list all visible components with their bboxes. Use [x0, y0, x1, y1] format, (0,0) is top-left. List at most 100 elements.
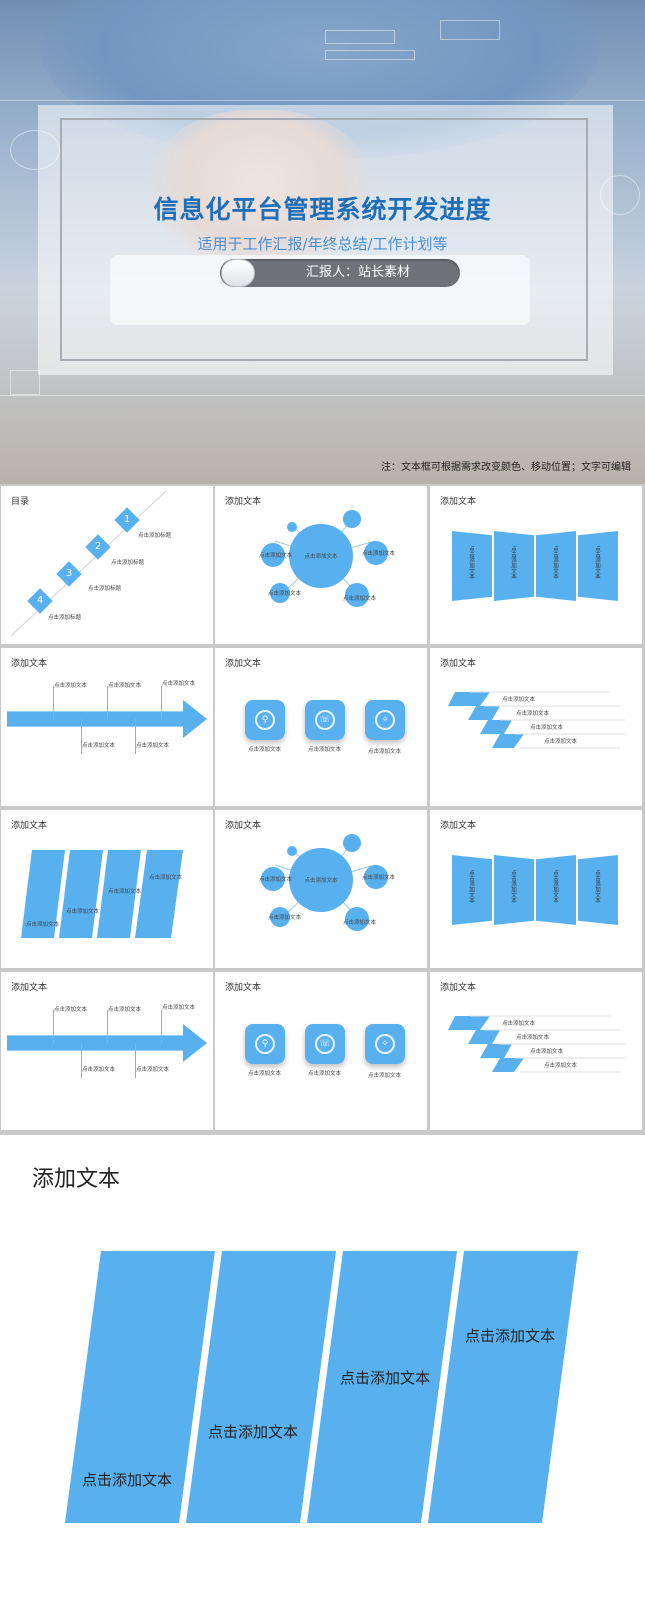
panel-label: 点击添加文本: [510, 870, 516, 903]
toc-label: 点击添加标题: [88, 586, 122, 592]
panel-1: [452, 531, 492, 601]
bubble-label: 点击添加文本: [362, 551, 396, 557]
search-icon: ⚲: [255, 710, 275, 730]
slanted-bar-2: [59, 850, 103, 938]
cover-note: 注：文本框可根据需求改变颜色、移动位置；文字可编辑: [381, 462, 631, 473]
icon-label: 点击添加文本: [248, 1071, 282, 1077]
timeline-tick: [161, 1010, 162, 1043]
zigzag-label: 点击添加文本: [516, 1035, 550, 1041]
chat-icon: ☏: [315, 1034, 335, 1054]
panel-label: 点击添加文本: [552, 870, 558, 903]
zigzag-shape: [448, 691, 625, 749]
timeline-tick: [135, 1043, 136, 1078]
panel-label: 点击添加文本: [510, 546, 516, 579]
slide-thumb-panels[interactable]: 添加文本 点击添加文本 点击添加文本 点击添加文本 点击添加文本: [430, 810, 642, 968]
slide-thumb-zigzag[interactable]: 添加文本 点击添加文本 点击添加文本 点击添加文本 点击添加文本: [430, 972, 642, 1130]
hud-line: [0, 100, 645, 101]
hud-panel: [10, 370, 40, 395]
toc-label: 点击添加标题: [48, 615, 82, 621]
slide-title: 目录: [11, 497, 30, 507]
bubble-left: [261, 543, 285, 567]
icon-label: 点击添加文本: [308, 747, 342, 753]
panel-label: 点击添加文本: [594, 870, 600, 903]
hud-line: [0, 395, 645, 396]
slanted-bar-4: [135, 850, 183, 938]
bubble-small: [287, 846, 297, 856]
zigzag-label: 点击添加文本: [530, 1049, 564, 1055]
timeline-label: 点击添加文本: [108, 683, 142, 689]
slanted-label: 点击添加文本: [149, 875, 183, 881]
slide-thumb-toc[interactable]: 目录 1 点击添加标题 2 点击添加标题 3 点击添加标题 4 点击添加标题: [1, 486, 213, 644]
zigzag-label: 点击添加文本: [544, 739, 578, 745]
bubble-right: [364, 865, 388, 889]
title-glass-panel: [38, 105, 613, 375]
timeline-tick: [107, 1010, 108, 1043]
bubble-left: [261, 867, 285, 891]
slanted-label: 点击添加文本: [66, 909, 100, 915]
slide-title: 添加文本: [440, 983, 477, 993]
slide-thumb-arrow[interactable]: 添加文本 点击添加文本 点击添加文本 点击添加文本 点击添加文本 点击添加文本: [1, 972, 213, 1130]
timeline-label: 点击添加文本: [162, 1005, 196, 1011]
bubble-center: [289, 848, 353, 912]
timeline-tick: [161, 686, 162, 719]
featured-bar-label: 点击添加文本: [340, 1369, 431, 1387]
timeline-tick: [81, 719, 82, 754]
icon-label: 点击添加文本: [248, 747, 282, 753]
slide-title: 添加文本: [225, 821, 262, 831]
reporter-text: 汇报人：站长素材: [305, 265, 410, 280]
cover-slide: 信息化平台管理系统开发进度 适用于工作汇报/年终总结/工作计划等 汇报人：站长素…: [0, 0, 645, 484]
slide-title: 添加文本: [11, 659, 48, 669]
panel-label: 点击添加文本: [552, 546, 558, 579]
cover-subtitle: 适用于工作汇报/年终总结/工作计划等: [197, 235, 448, 253]
slide-title: 添加文本: [440, 659, 477, 669]
hud-panel: [325, 50, 415, 60]
slide-title: 添加文本: [11, 821, 48, 831]
timeline-label: 点击添加文本: [54, 683, 88, 689]
timeline-tick: [53, 1010, 54, 1043]
bubble-label: 点击添加文本: [304, 878, 338, 884]
bubble-small: [343, 510, 361, 528]
slide-thumb-icons[interactable]: 添加文本 ⚲ 点击添加文本 ☏ 点击添加文本 ✧ 点击添加文本: [215, 972, 427, 1130]
bubble-bottom-right: [345, 907, 369, 931]
panel-label: 点击添加文本: [468, 546, 474, 579]
slide-title: 添加文本: [225, 497, 262, 507]
panel-4: [578, 531, 618, 601]
title-frame: [60, 118, 588, 361]
slide-thumb-arrow[interactable]: 添加文本 点击添加文本 点击添加文本 点击添加文本 点击添加文本 点击添加文本: [1, 648, 213, 806]
slide-thumb-bubbles[interactable]: 添加文本 点击添加文本 点击添加文本 点击添加文本 点击添加文本 点击添加文本: [215, 810, 427, 968]
search-icon: ⚲: [255, 1034, 275, 1054]
panel-3: [536, 531, 576, 601]
timeline-label: 点击添加文本: [82, 743, 116, 749]
bubble-small: [287, 522, 297, 532]
bubble-label: 点击添加文本: [343, 920, 377, 926]
icon-label: 点击添加文本: [368, 749, 402, 755]
panel-label: 点击添加文本: [594, 546, 600, 579]
bubble-label: 点击添加文本: [268, 591, 302, 597]
featured-bar-label: 点击添加文本: [82, 1471, 173, 1489]
slide-title: 添加文本: [225, 983, 262, 993]
zigzag-label: 点击添加文本: [530, 725, 564, 731]
toc-number: 4: [36, 595, 44, 606]
slide-thumb-slanted[interactable]: 添加文本 点击添加文本 点击添加文本 点击添加文本 点击添加文本: [1, 810, 213, 968]
slide-thumb-panels[interactable]: 添加文本 点击添加文本 点击添加文本 点击添加文本 点击添加文本: [430, 486, 642, 644]
bubble-bottom-right: [345, 583, 369, 607]
zigzag-label: 点击添加文本: [516, 711, 550, 717]
timeline-label: 点击添加文本: [136, 1067, 170, 1073]
slide-thumb-icons[interactable]: 添加文本 ⚲ 点击添加文本 ☏ 点击添加文本 ✧ 点击添加文本: [215, 648, 427, 806]
bubble-right: [364, 541, 388, 565]
featured-title: 添加文本: [32, 1167, 121, 1192]
slide-thumb-zigzag[interactable]: 添加文本 点击添加文本 点击添加文本 点击添加文本 点击添加文本: [430, 648, 642, 806]
cover-title: 信息化平台管理系统开发进度: [153, 195, 492, 224]
slide-thumb-bubbles[interactable]: 添加文本 点击添加文本 点击添加文本 点击添加文本 点击添加文本 点击添加文本: [215, 486, 427, 644]
slide-title: 添加文本: [225, 659, 262, 669]
featured-bar-label: 点击添加文本: [465, 1327, 556, 1345]
bubble-label: 点击添加文本: [268, 915, 302, 921]
zigzag-label: 点击添加文本: [502, 1021, 536, 1027]
timeline-label: 点击添加文本: [162, 681, 196, 687]
timeline-label: 点击添加文本: [108, 1007, 142, 1013]
bubble-label: 点击添加文本: [259, 553, 293, 559]
bubble-label: 点击添加文本: [259, 877, 293, 883]
timeline-tick: [53, 686, 54, 719]
panel-1: [452, 855, 492, 925]
timeline-tick: [135, 719, 136, 754]
